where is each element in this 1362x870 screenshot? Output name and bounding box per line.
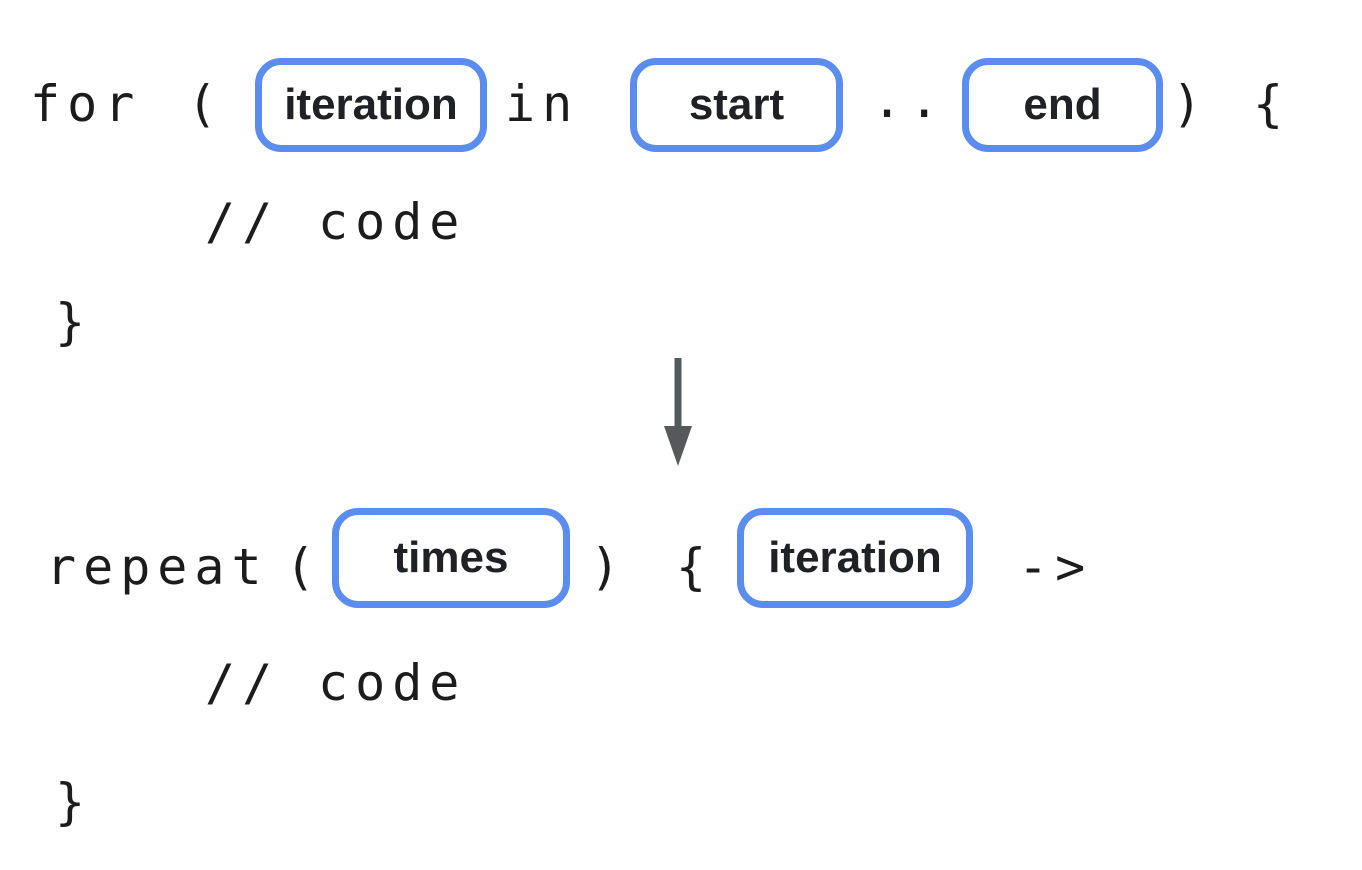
pill-start: start	[630, 58, 843, 152]
pill-iteration-label: iteration	[284, 80, 458, 129]
pill-iteration: iteration	[255, 58, 487, 152]
repeat-open-paren: (	[285, 538, 323, 596]
pill-start-label: start	[688, 80, 785, 129]
pill-iteration-2: iteration	[737, 508, 973, 608]
repeat-comment-word: code	[318, 654, 467, 712]
repeat-open-brace: {	[676, 538, 714, 596]
for-open-paren: (	[187, 75, 225, 133]
keyword-for: for	[30, 75, 142, 133]
keyword-repeat: repeat	[46, 538, 269, 596]
for-close-brace: }	[55, 293, 93, 351]
pill-end-label: end	[1023, 80, 1102, 129]
pill-times-label: times	[393, 533, 509, 582]
lambda-arrow-operator: ->	[1018, 538, 1093, 596]
repeat-comment-slashes: //	[205, 654, 280, 712]
repeat-close-brace: }	[55, 773, 93, 831]
pill-end: end	[962, 58, 1163, 152]
for-open-brace: {	[1253, 75, 1291, 133]
range-operator: ..	[872, 71, 947, 129]
repeat-close-paren: )	[590, 538, 628, 596]
pill-times: times	[332, 508, 570, 608]
keyword-in: in	[505, 75, 580, 133]
arrow-down-icon	[660, 358, 696, 470]
for-close-paren: )	[1172, 75, 1210, 133]
for-comment-slashes: //	[205, 193, 280, 251]
for-comment-word: code	[318, 193, 467, 251]
pill-iteration-2-label: iteration	[768, 533, 942, 582]
